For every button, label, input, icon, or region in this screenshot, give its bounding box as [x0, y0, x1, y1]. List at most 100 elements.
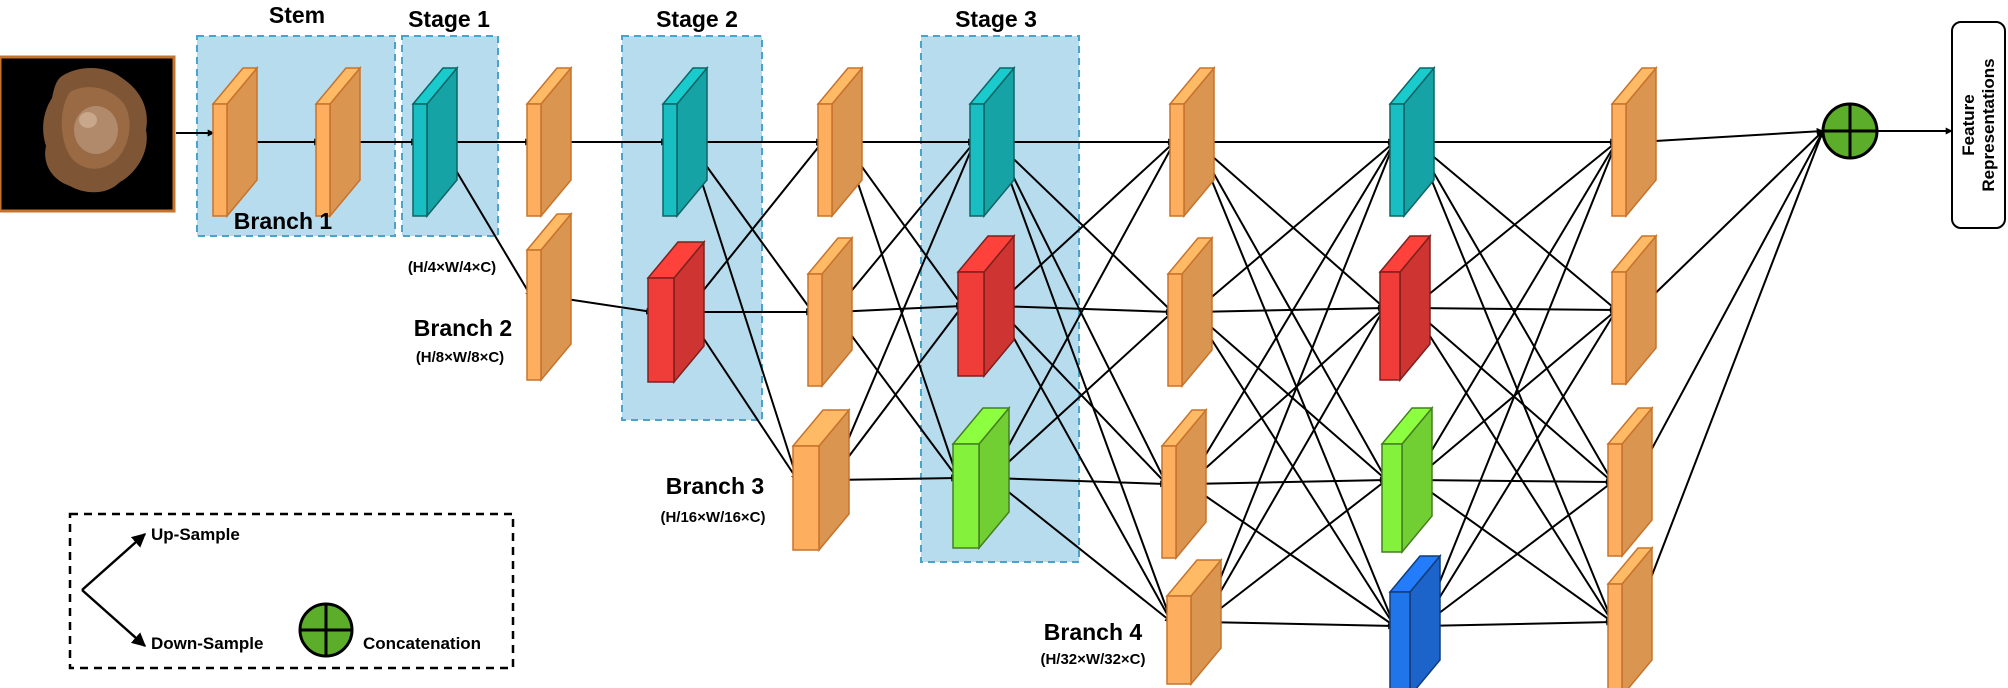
feature-block-a2 — [525, 211, 573, 383]
feature-block-c3 — [791, 407, 851, 553]
feature-block-e1 — [1388, 65, 1436, 219]
legend: Up-Sample Down-Sample Concatenation — [68, 512, 515, 670]
branch-label-1: Branch 1 — [234, 208, 333, 234]
feature-representations-box: Feature Representations — [1951, 21, 2006, 229]
branch-dim-1: (H/4×W/4×C) — [408, 259, 496, 276]
arrow-e4-f2 — [1421, 309, 1618, 627]
arrow-f3-concat — [1633, 130, 1824, 483]
arrow-g1-d2 — [995, 141, 1174, 313]
arrow-t2-c1 — [685, 141, 824, 313]
arrow-e2-f1 — [1411, 141, 1618, 309]
arrow-c3-g1 — [830, 141, 976, 481]
stage-label-3: Stage 3 — [955, 6, 1037, 32]
branch-label-4: Branch 4 — [1044, 619, 1143, 645]
feature-block-t1 — [661, 65, 709, 219]
arrow-c3-g2 — [830, 305, 964, 481]
arrow-d4-e4 — [1202, 621, 1396, 630]
stage-label-2: Stage 2 — [656, 6, 738, 32]
arrow-f2-concat — [1637, 130, 1824, 311]
stage-label-stem: Stem — [269, 2, 325, 28]
arrow-e2-f3 — [1411, 307, 1614, 483]
arrow-e2-f2 — [1411, 306, 1618, 314]
arrow-d4-e2 — [1202, 307, 1386, 623]
feature-block-g3 — [951, 405, 1011, 551]
legend-concat-label: Concatenation — [363, 634, 481, 653]
branch-label-2: Branch 2 — [414, 315, 512, 341]
feature-block-c2 — [806, 235, 854, 389]
feature-block-d1 — [1168, 65, 1216, 219]
legend-concat-icon — [298, 602, 354, 658]
feature-block-st1 — [411, 65, 459, 219]
arrow-e1-f2 — [1415, 141, 1618, 311]
arrow-g2-d4 — [995, 305, 1173, 623]
arrow-g3-d4 — [990, 477, 1173, 623]
feature-block-d2 — [1166, 235, 1214, 389]
arrow-e1-f4 — [1415, 141, 1614, 623]
feature-block-s2 — [314, 65, 362, 219]
feature-block-a1 — [525, 65, 573, 219]
arrow-d2-e2 — [1193, 304, 1386, 313]
arrow-e3-f4 — [1413, 479, 1614, 623]
feature-block-f1 — [1610, 65, 1658, 219]
legend-down-label: Down-Sample — [151, 634, 263, 653]
arrow-e3-f3 — [1413, 478, 1614, 486]
arrow-g1-d4 — [995, 141, 1173, 623]
arrow-e3-f1 — [1413, 141, 1618, 481]
arrow-c1-g3 — [843, 141, 959, 479]
concat-node — [1821, 102, 1879, 160]
feature-block-d3 — [1160, 407, 1208, 561]
connection-arrows — [176, 127, 1953, 630]
feature-block-f3 — [1606, 405, 1654, 559]
arrow-c2-g2 — [833, 302, 964, 313]
feature-block-f2 — [1610, 233, 1658, 387]
arrow-g2-d1 — [995, 141, 1176, 307]
arrow-d3-e3 — [1187, 476, 1388, 485]
branch-dim-3: (H/16×W/16×C) — [660, 509, 765, 526]
input-lesion-image — [0, 55, 176, 213]
arrow-d3-e2 — [1187, 307, 1386, 485]
feature-blocks — [211, 65, 1658, 688]
feature-block-e2 — [1378, 233, 1432, 383]
arrow-d3-e4 — [1187, 483, 1396, 627]
arrow-d1-e2 — [1195, 141, 1386, 309]
arrow-g3-d2 — [990, 311, 1174, 479]
arrow-c1-g2 — [843, 141, 964, 307]
arrow-e4-f3 — [1421, 481, 1614, 627]
arrow-g3-d1 — [990, 141, 1176, 479]
feature-block-g1 — [968, 65, 1016, 219]
arrow-e2-f4 — [1411, 307, 1614, 623]
branch-label-3: Branch 3 — [666, 473, 764, 499]
arrow-c3-g3 — [830, 474, 959, 482]
feature-block-f4 — [1606, 545, 1654, 688]
legend-downsample-arrow — [81, 589, 147, 647]
feature-block-e4 — [1388, 553, 1442, 688]
arrow-g3-d3 — [990, 477, 1168, 488]
arrow-c2-g1 — [833, 141, 976, 313]
feature-block-s1 — [211, 65, 259, 219]
arrow-d1-e4 — [1195, 141, 1396, 627]
arrow-f4-concat — [1633, 130, 1825, 623]
arrow-e4-f4 — [1421, 618, 1614, 627]
stage-label-1: Stage 1 — [408, 6, 490, 32]
arrow-d1-e3 — [1195, 141, 1388, 481]
arrow-d2-e3 — [1193, 311, 1388, 481]
arrow-d4-e3 — [1202, 479, 1388, 623]
arrow-d3-e1 — [1187, 141, 1396, 485]
legend-up-label: Up-Sample — [151, 525, 240, 544]
feature-block-e3 — [1380, 405, 1434, 555]
output-label-line2: Representations — [1979, 58, 1998, 191]
arrow-d4-e1 — [1202, 141, 1396, 623]
arrow-t1-c2 — [688, 141, 814, 313]
arrow-d2-e1 — [1193, 141, 1396, 313]
output-label-line1: Feature — [1959, 94, 1978, 155]
arrow-f1-concat — [1637, 127, 1824, 143]
branch-dim-2: (H/8×W/8×C) — [416, 349, 504, 366]
feature-block-t2 — [646, 239, 706, 385]
branch-dim-4: (H/32×W/32×C) — [1040, 651, 1145, 668]
feature-block-d4 — [1165, 557, 1223, 687]
arrow-d2-e4 — [1193, 311, 1396, 627]
feature-block-c1 — [816, 65, 864, 219]
legend-upsample-arrow — [81, 533, 147, 591]
feature-block-g2 — [956, 233, 1016, 379]
